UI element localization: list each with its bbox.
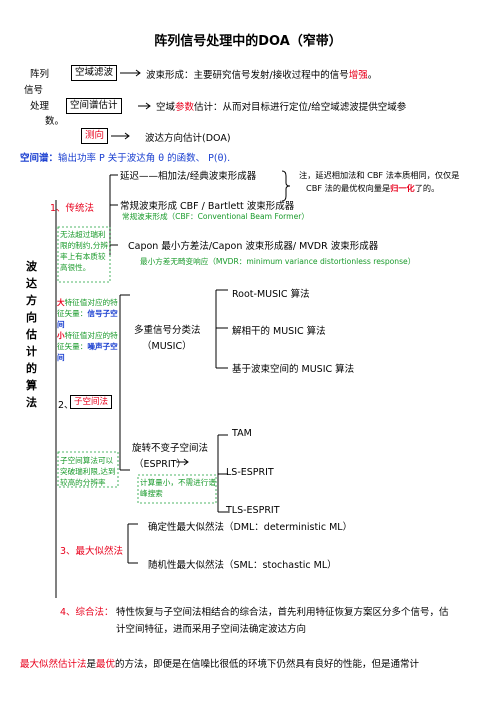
row3-text: 波达方向估计(DOA) (145, 133, 231, 144)
footer-text: 最大似然估计法是最优的方法，即便是在信噪比很低的环境下仍然具有良好的性能，但是通… (20, 659, 420, 670)
sec3-label: 3、最大似然法 (60, 546, 124, 557)
rayleigh-limit-note: 无法超过瑞利限的制约,分辨率上有本质较高很性。 (60, 230, 108, 272)
capon-method: Capon 最小方差法/Capon 波束形成器/ MVDR 波束形成器 (128, 241, 379, 252)
sec4-text-2: 计空间特征，进而采用子空间法确定波达方向 (116, 624, 307, 635)
sec4-label: 4、综合法： (60, 607, 114, 618)
row1-text: 波束形成：主要研究信号发射/接收过程中的信号增强。 (146, 70, 378, 81)
subspace-resolution-note: 子空间算法可以突破瑞利限,达到较高的分辨率 (60, 456, 116, 487)
box-direction-finding: 测向 (81, 128, 109, 144)
sec4-text-1: 特性恢复与子空间法相结合的综合法，首先利用特征恢复方案区分多个信号，估 (116, 607, 449, 618)
music-method: 多重信号分类法 (134, 325, 201, 336)
method-vertical-label: 波达方 向估计 的算法 (26, 260, 37, 409)
mvdr-note: 最小方差无畸变响应（MVDR：minimum variance distorti… (140, 257, 416, 266)
page-title: 阵列信号处理中的DOA（窄带） (154, 34, 342, 49)
spatial-spectrum-definition: 空间谱：输出功率 P 关于波达角 θ 的函数、 P(θ). (20, 153, 231, 164)
box-spatial-filtering: 空域滤波 (71, 65, 118, 81)
row2-text: 空域参数估计：从而对目标进行定位/给空域滤波提供空域参 (156, 102, 407, 113)
cbf-equivalence-note-2: CBF 法的最优权向量是归一化了的。 (306, 183, 440, 193)
esprit-method: 旋转不变子空间法 (132, 443, 209, 454)
delay-sum-method: 延迟——相加法/经典波束形成器 (120, 171, 257, 182)
eigen-note: 大特征值对应的特征矢量：信号子空间 小特征值对应的特征矢量：噪声子空间 (57, 298, 118, 362)
sec2-label: 2、 (58, 400, 74, 411)
cbf-equivalence-note-1: 注，延迟相加法和 CBF 法本质相同，仅仅是 (299, 170, 460, 180)
sml-method: 随机性最大似然法（SML：stochastic ML） (148, 560, 337, 571)
cbf-note: 常规波束形成（CBF：Conventional Beam Former） (122, 212, 309, 221)
side-label-1: 阵列 (30, 69, 50, 80)
tam-method: TAM (232, 428, 252, 439)
cbf-method: 常规波束形成 CBF / Bartlett 波束形成器 (120, 201, 295, 212)
ls-esprit-method: LS-ESPRIT (226, 467, 274, 478)
root-music: Root-MUSIC 算法 (232, 289, 310, 300)
side-label-2: 信号 (24, 85, 44, 96)
esprit-note: 计算量小，不需进行谱峰搜索 (140, 478, 216, 498)
decoherent-music: 解相干的 MUSIC 算法 (232, 326, 326, 337)
side-label-3: 处理 (30, 101, 50, 112)
esprit-abbr: （ESPRIT） (134, 459, 186, 470)
box-spatial-spectrum: 空间谱估计 (66, 98, 122, 114)
music-abbr: （MUSIC） (142, 341, 192, 352)
dml-method: 确定性最大似然法（DML：deterministic ML） (148, 522, 353, 533)
sec1-label: 1、传统法 (50, 203, 95, 214)
tls-esprit-method: TLS-ESPRIT (226, 505, 280, 516)
side-label-4: 数。 (45, 116, 65, 127)
box-subspace-method: 子空间法 (70, 395, 113, 409)
beamspace-music: 基于波束空间的 MUSIC 算法 (232, 364, 355, 375)
